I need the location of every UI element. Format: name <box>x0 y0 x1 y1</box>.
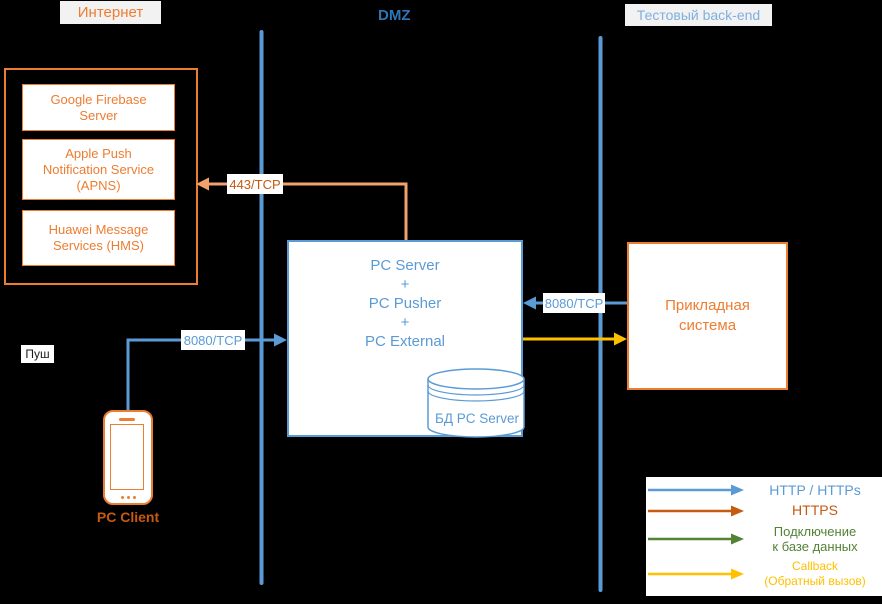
legend-arrow-https-icon <box>648 505 744 517</box>
phone-screen <box>110 424 144 490</box>
port-label-8080-backend: 8080/TCP <box>543 293 605 313</box>
node-pc-server: PC Server + PC Pusher + PC External <box>287 240 523 437</box>
node-apns: Apple Push Notification Service (APNS) <box>22 139 175 200</box>
legend-item-db: Подключение к базе данных <box>646 524 882 554</box>
internet-services-group-box <box>4 68 198 285</box>
pc-server-label: PC Server + PC Pusher + PC External <box>364 257 446 350</box>
phone-dot <box>121 496 124 499</box>
zone-label-dmz: DMZ <box>378 7 411 24</box>
legend-item-http: HTTP / HTTPs <box>646 481 882 498</box>
legend-label-http: HTTP / HTTPs <box>769 481 861 498</box>
phone-speaker <box>119 418 135 421</box>
legend: HTTP / HTTPs HTTPS Подключение к базе да… <box>646 477 882 596</box>
legend-arrow-callback-icon <box>648 568 744 580</box>
zone-label-internet: Интернет <box>60 1 161 24</box>
app-system-label: Прикладная система <box>665 297 750 334</box>
zone-label-test-backend: Тестовый back-end <box>625 4 772 26</box>
legend-item-callback: Callback (Обратный вызов) <box>646 559 882 589</box>
push-label: Пуш <box>21 345 54 363</box>
smartphone-icon <box>103 410 153 505</box>
node-huawei-hms: Huawei Message Services (HMS) <box>22 210 175 266</box>
phone-dot <box>133 496 136 499</box>
port-label-443: 443/TCP <box>227 174 283 194</box>
arrow-callback-to-backend <box>523 332 627 346</box>
phone-dot <box>127 496 130 499</box>
legend-arrow-db-icon <box>648 533 744 545</box>
legend-label-db: Подключение к базе данных <box>772 523 858 554</box>
pc-client-label: PC Client <box>96 509 160 525</box>
legend-label-callback: Callback (Обратный вызов) <box>764 559 866 589</box>
node-google-firebase: Google Firebase Server <box>22 84 175 131</box>
legend-arrow-http-icon <box>648 484 744 496</box>
port-label-8080-client: 8080/TCP <box>181 330 245 350</box>
node-app-system: Прикладная система <box>627 242 788 390</box>
legend-label-https: HTTPS <box>792 502 838 519</box>
legend-item-https: HTTPS <box>646 503 882 518</box>
